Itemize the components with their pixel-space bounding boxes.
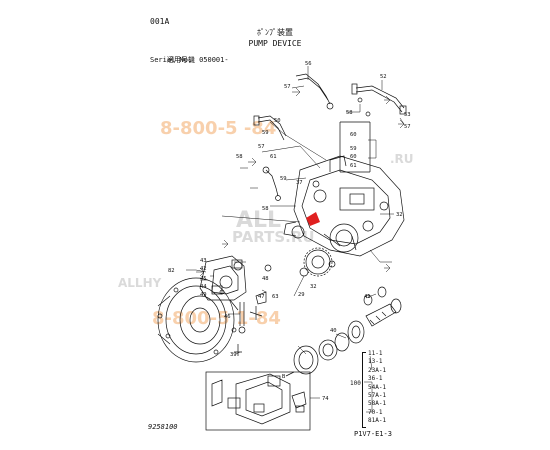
callout-B: B [282,374,286,380]
callout-43: 43 [200,258,207,264]
legend-item: 23A-1 [368,366,387,374]
page-title: PUMP DEVICE [248,39,302,48]
callout-58b: 58 [236,154,243,160]
callout-56: 56 [305,61,312,67]
callout-37: 37 [296,180,303,186]
watermark-brand-a: ALL [236,208,282,233]
legend-item: 81A-1 [368,417,387,425]
callout-44: 44 [200,284,207,290]
callout-61: 61 [270,154,277,160]
callout-39: 39 [230,352,237,358]
callout-59b: 59 [350,146,357,152]
legend-item: 11-1 [368,350,383,357]
callout-58c: 58 [262,206,269,212]
page-reference: P1V7-E1-3 [354,430,392,438]
callout-40: 40 [330,328,337,334]
serial-label: Serial No. [150,56,193,64]
legend-item: 70-1 [368,408,383,416]
pipe-assembly-top [295,73,407,117]
legend-group-label: 100 [350,380,361,387]
applicable-model-label: 適用号機 050001- [166,56,229,64]
callout-59: 59 [262,130,269,136]
legend-item: 13-1 [368,358,383,366]
parts-legend: 11-1 13-1 23A-1 36-1 54A-1 57A-1 58A-1 7… [368,350,386,426]
watermark-brand-right: .RU [390,152,414,166]
callout-45: 45 [200,276,207,282]
legend-bracket [362,352,366,428]
leader-lines [186,66,405,413]
legend-item: 54A-1 [368,383,387,391]
callout-42: 42 [200,266,207,272]
callout-57c: 57 [258,144,265,150]
callout-52: 52 [380,74,387,80]
callout-32b: 32 [310,284,317,290]
callout-63: 63 [272,294,279,300]
section-code: 001A [150,17,170,26]
callout-82: 82 [168,268,175,274]
watermark-brand-left: ALLHY [118,276,162,290]
callout-32: 32 [396,212,403,218]
callout-61b: 61 [350,163,357,169]
callout-49: 49 [200,292,207,298]
legend-item: 36-1 [368,375,383,383]
callout-29: 29 [298,292,305,298]
drawing-number: 9258100 [148,423,178,431]
callout-46: 46 [224,314,231,320]
arrow-markers [196,87,405,281]
title-jp: ﾎﾟﾝﾌﾟ装置 [257,28,293,37]
callout-41: 41 [364,294,371,300]
watermark-phone-top: 8-800-5 -84 [160,118,277,139]
callout-59c: 59 [280,176,287,182]
legend-item: 57A-1 [368,392,387,400]
watermark-brand-b: PARTS.RU [232,228,315,246]
callout-47: 47 [258,294,265,300]
box-74 [205,371,311,431]
coupling-assembly [211,371,307,425]
watermark-phone-mid: 8-800-5 1-84 [152,308,281,329]
callout-57: 57 [284,84,291,90]
callout-58: 58 [346,110,353,116]
callout-60a: 60 [350,132,357,138]
flywheel-housing [157,277,242,363]
callout-57b: 57 [404,124,411,130]
box-59 [339,121,371,173]
serial-range: 050001- [199,56,229,64]
front-gear-cluster [291,223,359,277]
callout-74: 74 [322,396,329,402]
drive-shaft-assembly [293,286,402,375]
highlight-part [306,212,320,226]
legend-item: 58A-1 [368,400,387,408]
pipe-assembly-left [253,115,287,201]
callout-50: 50 [274,118,281,124]
callout-48: 48 [262,276,269,282]
callout-60b: 60 [350,154,357,160]
callout-53: 53 [404,112,411,118]
